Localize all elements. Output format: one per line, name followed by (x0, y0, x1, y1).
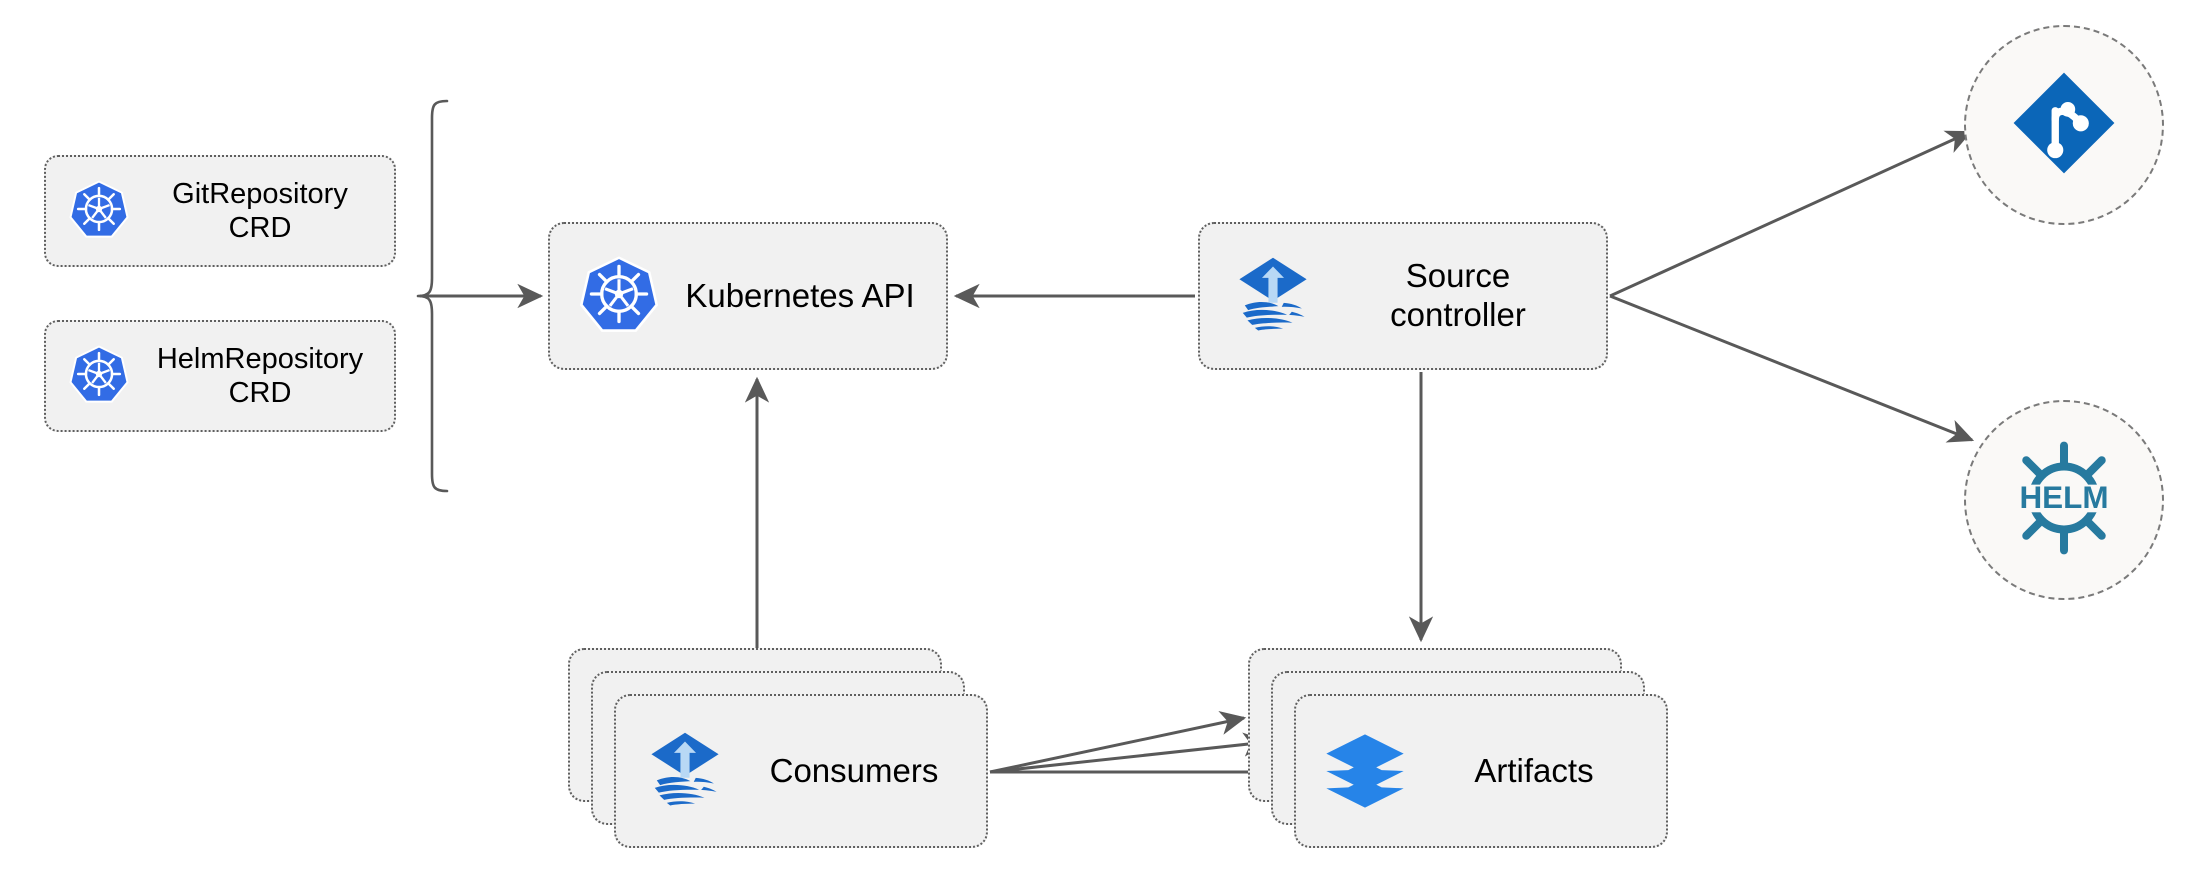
edge-consumers-to-artifacts-2 (989, 732, 1270, 774)
node-kubernetes-api[interactable]: Kubernetes API (548, 222, 948, 370)
node-consumers[interactable]: Consumers (568, 648, 988, 848)
helm-wordmark: HELM (2019, 479, 2108, 514)
stack-sheet-front[interactable]: Consumers (614, 694, 988, 848)
node-label: Artifacts (1474, 752, 1594, 789)
node-artifacts[interactable]: Artifacts (1248, 648, 1668, 848)
edge-consumers-to-artifacts-1 (989, 711, 1247, 774)
node-git-repository-crd[interactable]: GitRepository CRD (44, 155, 396, 267)
node-source-controller[interactable]: Source controller (1198, 222, 1608, 370)
node-git-source[interactable] (1964, 25, 2164, 225)
crd-group-brace (416, 99, 449, 493)
node-helm-repository-crd[interactable]: HelmRepository CRD (44, 320, 396, 432)
stack-sheet-front[interactable]: Artifacts (1294, 694, 1668, 848)
kubernetes-icon (68, 343, 130, 410)
edge-source-controller-to-helm (1609, 294, 1975, 443)
helm-icon: HELM (2003, 437, 2125, 564)
flux-icon (642, 726, 728, 817)
layers-icon (1322, 729, 1408, 814)
flux-icon (1230, 251, 1316, 342)
node-label: Source controller (1390, 257, 1526, 333)
node-label: Consumers (769, 752, 939, 789)
node-label: HelmRepository CRD (156, 342, 364, 409)
git-icon (2008, 67, 2120, 184)
node-helm-source[interactable]: HELM (1964, 400, 2164, 600)
edge-source-controller-to-git (1609, 130, 1973, 298)
kubernetes-icon (68, 178, 130, 245)
node-label: Kubernetes API (685, 276, 915, 314)
kubernetes-icon (578, 253, 660, 340)
node-label: GitRepository CRD (172, 177, 348, 244)
